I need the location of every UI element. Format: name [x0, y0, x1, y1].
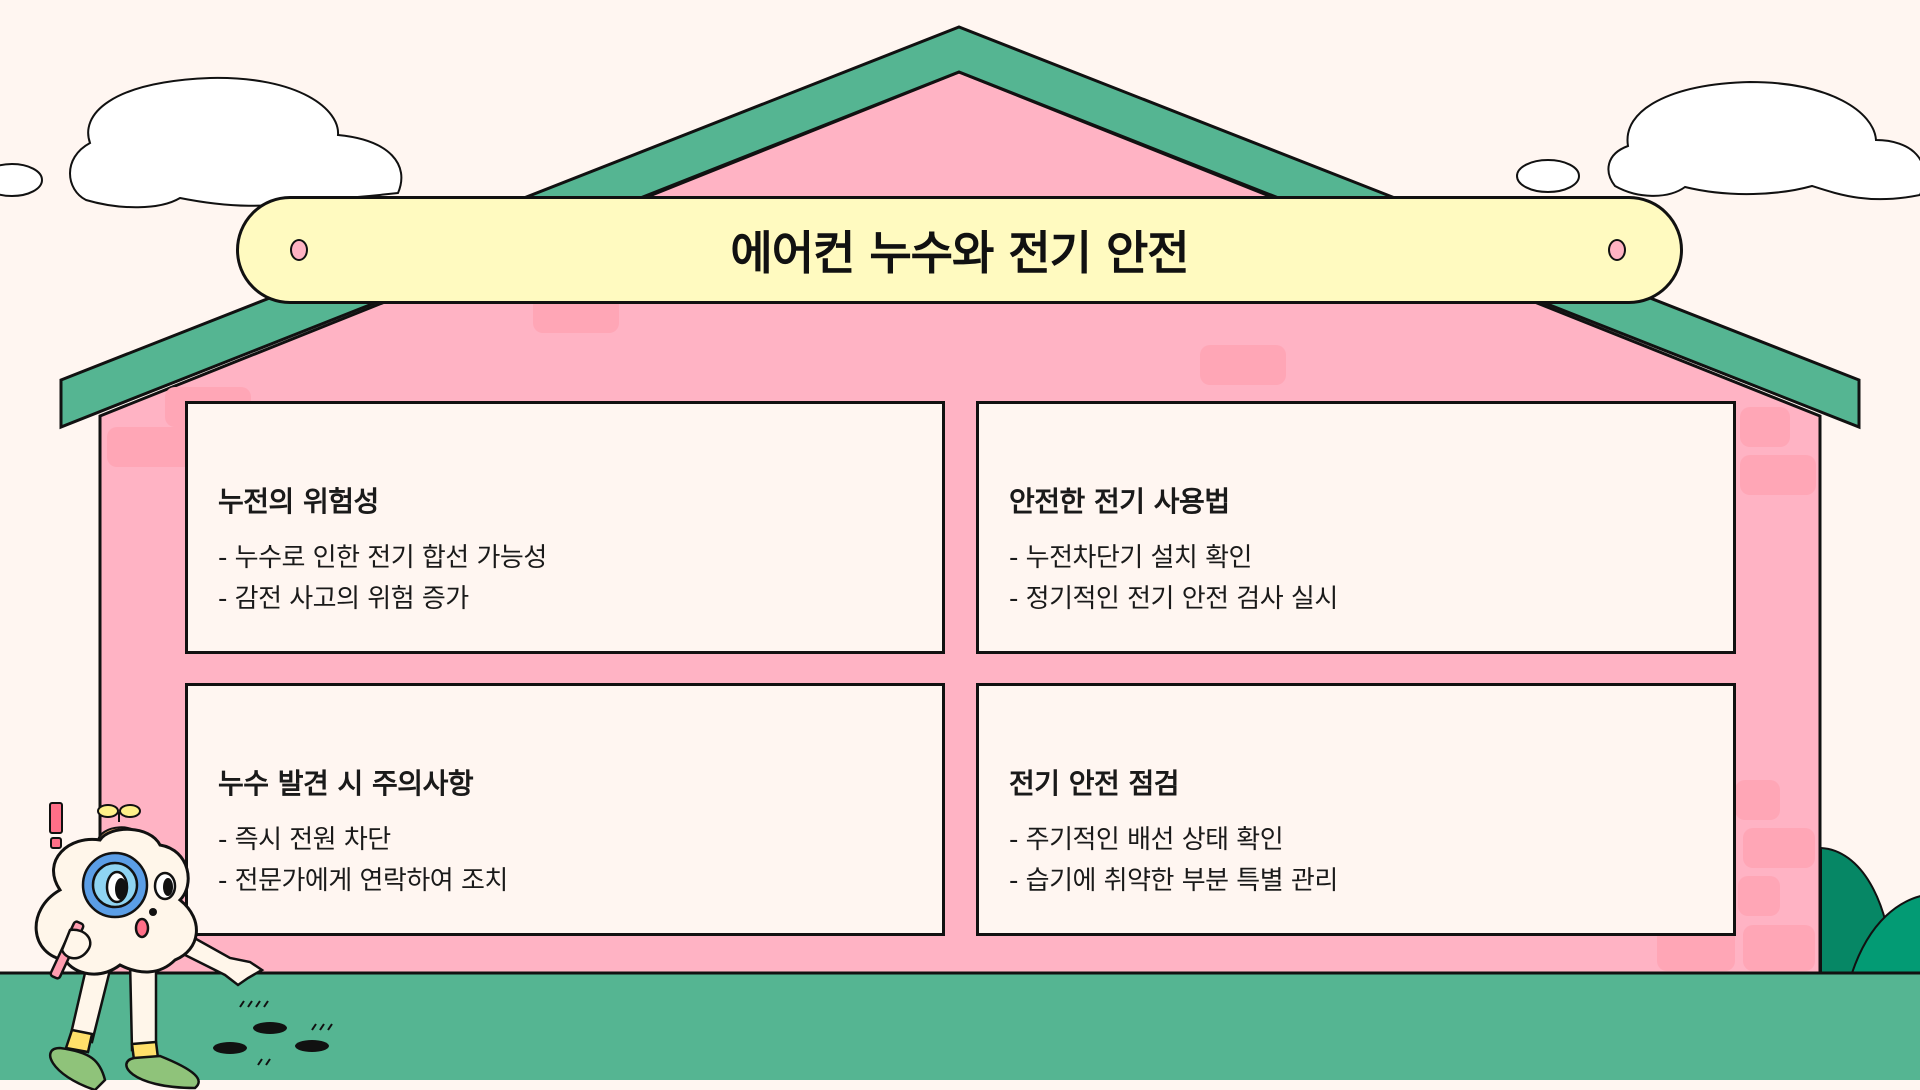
card-heading: 안전한 전기 사용법 [1009, 485, 1230, 518]
bullet-item: - 전문가에게 연락하여 조치 [218, 866, 508, 896]
card-bullets: - 주기적인 배선 상태 확인 - 습기에 취약한 부분 특별 관리 [1009, 820, 1733, 902]
card-heading: 누전의 위험성 [218, 485, 379, 518]
card-bullets: - 누수로 인한 전기 합선 가능성 - 감전 사고의 위험 증가 [218, 538, 942, 620]
pill-dot-right-icon [1608, 239, 1626, 261]
card-electrical-inspection: 전기 안전 점검 - 주기적인 배선 상태 확인 - 습기에 취약한 부분 특별… [976, 683, 1736, 936]
card-leakage-risk: 누전의 위험성 - 누수로 인한 전기 합선 가능성 - 감전 사고의 위험 증… [185, 401, 945, 654]
ground [0, 973, 1920, 1080]
cloud-left-icon [0, 76, 403, 209]
title-banner: 에어컨 누수와 전기 안전 [236, 196, 1683, 304]
bush-icon [1820, 846, 1920, 974]
bullet-item: - 즉시 전원 차단 [218, 825, 391, 855]
card-bullets: - 즉시 전원 차단 - 전문가에게 연락하여 조치 [218, 820, 942, 902]
card-leak-precautions: 누수 발견 시 주의사항 - 즉시 전원 차단 - 전문가에게 연락하여 조치 [185, 683, 945, 936]
card-heading: 전기 안전 점검 [1009, 767, 1180, 800]
footprints-icon [213, 1000, 333, 1066]
bullet-item: - 습기에 취약한 부분 특별 관리 [1009, 866, 1338, 896]
exclamation-icon [49, 802, 63, 849]
page-title: 에어컨 누수와 전기 안전 [730, 226, 1189, 280]
bullet-item: - 누전차단기 설치 확인 [1009, 543, 1252, 573]
card-heading: 누수 발견 시 주의사항 [218, 767, 474, 800]
roof [59, 25, 1861, 430]
bullet-item: - 정기적인 전기 안전 검사 실시 [1009, 584, 1338, 614]
bullet-item: - 감전 사고의 위험 증가 [218, 584, 469, 614]
mascot-illustration [34, 802, 333, 1090]
brick-pattern [107, 293, 1816, 971]
card-safe-electricity-use: 안전한 전기 사용법 - 누전차단기 설치 확인 - 정기적인 전기 안전 검사… [976, 401, 1736, 654]
magnifying-glass-icon [49, 851, 149, 980]
cloud-right-icon [1516, 80, 1920, 201]
pill-dot-left-icon [290, 239, 308, 261]
bullet-item: - 누수로 인한 전기 합선 가능성 [218, 543, 547, 573]
card-bullets: - 누전차단기 설치 확인 - 정기적인 전기 안전 검사 실시 [1009, 538, 1733, 620]
bullet-item: - 주기적인 배선 상태 확인 [1009, 825, 1284, 855]
